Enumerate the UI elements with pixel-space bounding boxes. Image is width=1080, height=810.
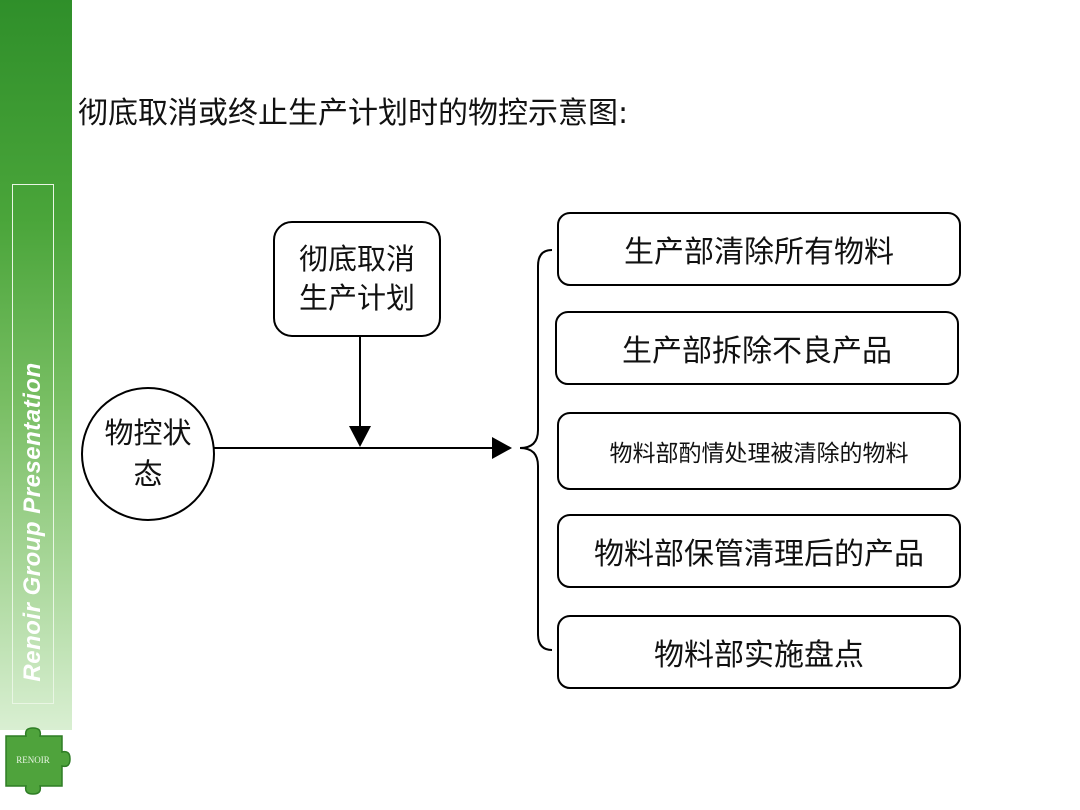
logo-text: RENOIR xyxy=(16,755,50,765)
step-box-5 xyxy=(557,615,961,689)
puzzle-logo: RENOIR xyxy=(5,727,71,795)
step-label-1: 生产部清除所有物料 xyxy=(624,235,894,270)
sidebar-band: Renoir Group Presentation xyxy=(0,0,72,730)
step-box-1 xyxy=(557,212,961,286)
source-node-label: 物控状态 xyxy=(104,416,192,491)
trigger-node-label: 彻底取消生产计划 xyxy=(298,241,415,315)
step-box-4 xyxy=(557,514,961,588)
step-label-2: 生产部拆除不良产品 xyxy=(622,334,892,369)
trigger-arrowhead xyxy=(349,426,371,447)
step-box-2 xyxy=(555,311,959,385)
page-title: 彻底取消或终止生产计划时的物控示意图: xyxy=(78,96,629,131)
curly-brace xyxy=(519,249,553,651)
source-node-circle xyxy=(81,387,215,521)
step-label-3: 物料部酌情处理被清除的物料 xyxy=(609,441,909,467)
puzzle-piece-icon xyxy=(5,727,71,795)
sidebar-panel xyxy=(12,184,54,704)
trigger-node-box xyxy=(273,221,441,337)
step-label-4: 物料部保管清理后的产品 xyxy=(594,537,924,572)
step-label-5: 物料部实施盘点 xyxy=(654,638,864,673)
main-arrowhead xyxy=(492,437,512,459)
step-box-3 xyxy=(557,412,961,490)
